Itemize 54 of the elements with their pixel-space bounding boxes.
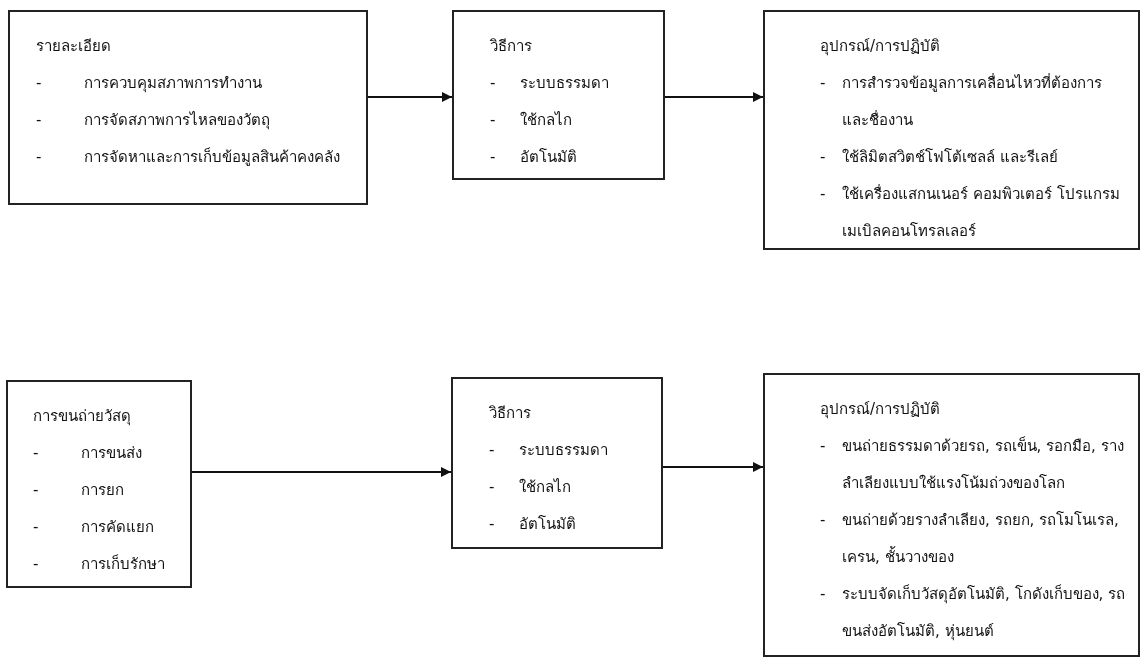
list-item: ขนถ่ายธรรมดาด้วยรถ, รถเข็น, รอกมือ, รางลำเลียงแบบใช้แรงโน้มถ่วงของโลก [842, 435, 1125, 494]
process-box [8, 10, 368, 205]
box-heading: อุปกรณ์/การปฏิบัติ [820, 36, 941, 58]
process-box [763, 10, 1140, 250]
bullet-dash: - [489, 514, 495, 535]
list-item: ใช้เครื่องแสกนเนอร์ คอมพิวเตอร์ โปรแกรม เมเบิลคอนโทรลเลอร์ [842, 183, 1121, 242]
bullet-dash: - [33, 480, 39, 501]
list-item: ใช้กลไก [519, 477, 571, 498]
box-heading: การขนถ่ายวัสดุ [33, 406, 131, 428]
bullet-dash: - [489, 477, 495, 498]
list-item: การควบคุมสภาพการทำงาน [84, 73, 262, 95]
arrow [367, 92, 453, 102]
bullet-dash: - [820, 584, 826, 605]
bullet-dash: - [33, 517, 39, 538]
bullet-dash: - [490, 147, 496, 168]
bullet-dash: - [820, 73, 826, 94]
bullet-dash: - [33, 554, 39, 575]
box-heading: วิธีการ [489, 403, 531, 424]
bullet-dash: - [36, 73, 42, 94]
process-box [763, 373, 1140, 657]
process-box [451, 377, 663, 549]
bullet-dash: - [490, 73, 496, 94]
list-item: การคัดแยก [81, 517, 154, 538]
list-item: ระบบจัดเก็บวัสดุอัตโนมัติ, โกดังเก็บของ, รถขนส่งอัตโนมัติ, หุ่นยนต์ [842, 583, 1127, 643]
list-item: การขนส่ง [81, 443, 142, 464]
list-item: การสำรวจข้อมูลการเคลื่อนไหวที่ต้องการ และชื่องาน [842, 72, 1103, 131]
bullet-dash: - [36, 110, 42, 131]
list-item: ระบบธรรมดา [519, 440, 608, 461]
bullet-dash: - [489, 440, 495, 461]
arrow [662, 462, 764, 472]
bullet-dash: - [820, 147, 826, 168]
list-item: การจัดสภาพการไหลของวัตถุ [84, 110, 270, 132]
list-item: ขนถ่ายด้วยรางลำเลียง, รถยก, รถโมโนเรล, เครน, ชั้นวางของ [842, 510, 1120, 568]
bullet-dash: - [820, 436, 826, 457]
list-item: ระบบธรรมดา [520, 73, 609, 94]
bullet-dash: - [820, 510, 826, 531]
list-item: ใช้ลิมิตสวิตช์โฟโต้เซลล์ และรีเลย์ [842, 147, 1058, 168]
list-item: การยก [81, 480, 124, 501]
box-heading: วิธีการ [490, 36, 532, 57]
list-item: ใช้กลไก [520, 110, 572, 131]
list-item: อัตโนมัติ [520, 147, 577, 168]
bullet-dash: - [490, 110, 496, 131]
process-box [452, 10, 665, 180]
list-item: อัตโนมัติ [519, 514, 576, 535]
bullet-dash: - [36, 147, 42, 168]
process-box [6, 380, 192, 588]
bullet-dash: - [33, 443, 39, 464]
arrow [191, 467, 452, 477]
arrow [664, 92, 764, 102]
bullet-dash: - [820, 184, 826, 205]
list-item: การเก็บรักษา [81, 553, 165, 575]
box-heading: รายละเอียด [36, 36, 111, 57]
list-item: การจัดหาและการเก็บข้อมูลสินค้าคงคลัง [84, 146, 340, 168]
box-heading: อุปกรณ์/การปฏิบัติ [820, 399, 941, 421]
